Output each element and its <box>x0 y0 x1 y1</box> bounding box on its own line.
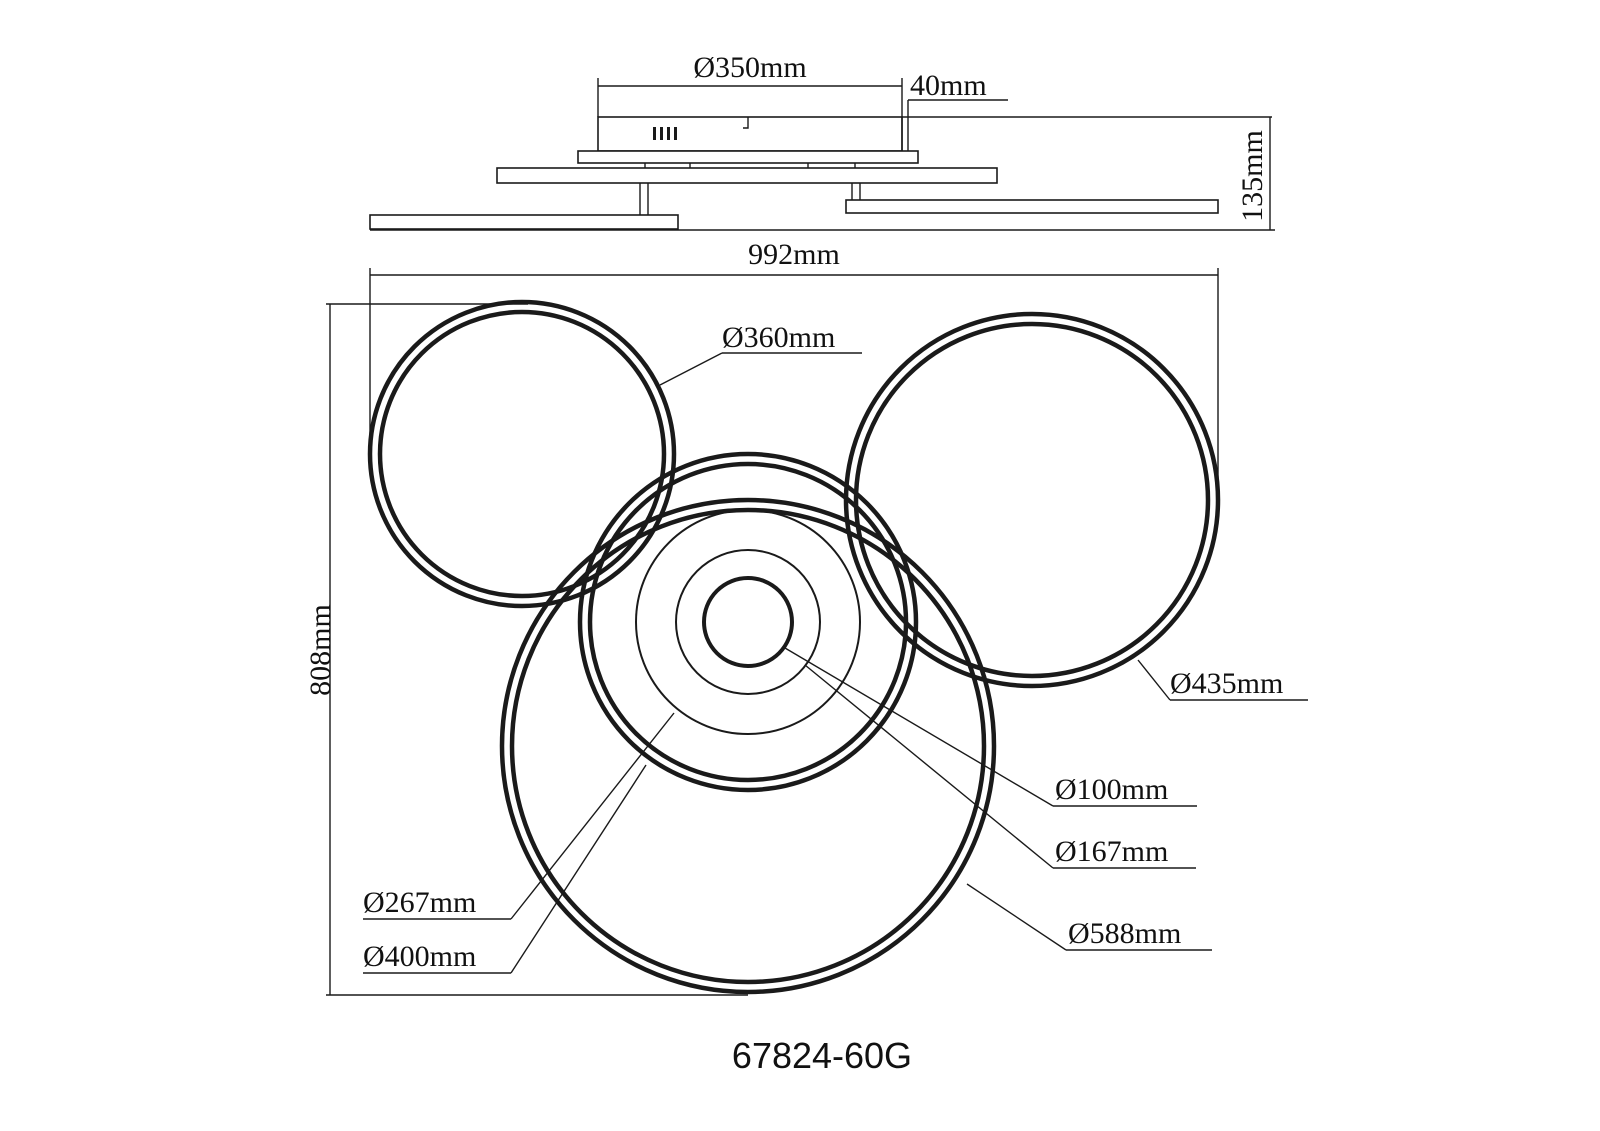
ring-100-label: Ø100mm <box>1055 773 1168 806</box>
ring-400-label: Ø400mm <box>363 940 476 973</box>
overall-width-label: 992mm <box>748 238 840 271</box>
leader-line <box>510 712 675 920</box>
side-view: Ø350mm 40mm 135mm <box>369 51 1275 231</box>
disc-267 <box>635 509 861 735</box>
top-view: 992mm 808mm Ø360mm Ø435mm <box>304 238 1308 996</box>
model-number: 67824-60G <box>732 1035 912 1076</box>
ring-267-label: Ø267mm <box>363 886 476 919</box>
leader-line <box>1137 659 1171 701</box>
leader-line <box>510 764 647 974</box>
canopy-base-plate <box>577 150 919 164</box>
canopy-housing <box>597 116 903 152</box>
middle-ring-layer <box>496 167 998 184</box>
canopy-height-label: 40mm <box>910 69 987 102</box>
ring-167-label: Ø167mm <box>1055 835 1168 868</box>
left-ring-layer <box>369 214 679 230</box>
overall-depth-label: 808mm <box>304 604 337 696</box>
canopy-clip-icon <box>743 117 749 129</box>
canopy-vent-icon <box>653 127 677 140</box>
ring-588-label: Ø588mm <box>1068 917 1181 950</box>
ring-360 <box>367 299 677 609</box>
leader-line <box>659 352 723 386</box>
canopy-width-label: Ø350mm <box>693 51 806 84</box>
ring-588 <box>499 497 997 995</box>
ring-360-inner <box>377 309 667 599</box>
right-ring-layer <box>845 199 1219 214</box>
ring-435-label: Ø435mm <box>1170 667 1283 700</box>
ring-435-inner <box>853 321 1211 679</box>
disc-167 <box>675 549 821 695</box>
leader-line <box>784 647 1054 807</box>
ring-435 <box>843 311 1221 689</box>
ring-400 <box>577 451 919 793</box>
disc-100 <box>702 576 794 668</box>
leader-line <box>804 664 1054 869</box>
ring-360-label: Ø360mm <box>722 321 835 354</box>
overall-height-label: 135mm <box>1236 130 1269 222</box>
leader-line <box>966 883 1067 951</box>
